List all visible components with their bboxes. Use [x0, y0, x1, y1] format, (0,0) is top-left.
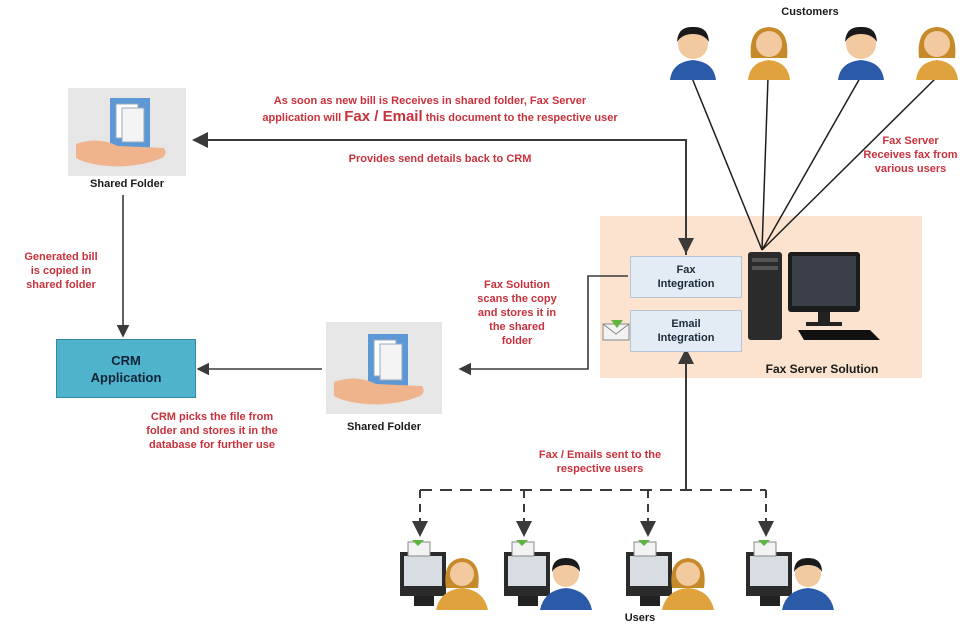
note-top-line2: application will Fax / Email this docume…	[262, 108, 618, 125]
workstation-icon	[504, 540, 592, 610]
shared-folder-mid-tile	[326, 322, 442, 414]
shared-folder-top-tile	[68, 88, 186, 176]
computer-tower-icon	[748, 252, 880, 340]
email-envelope-icon	[602, 320, 630, 341]
email-integration-box: Email Integration	[630, 310, 742, 352]
workstation-icon	[626, 540, 714, 610]
connector-fax-to-mid-folder	[458, 275, 628, 376]
shared-folder-mid-label: Shared Folder	[347, 421, 421, 433]
note-generated-bill: Generated bill is copied in shared folde…	[24, 251, 98, 291]
person-male-icon	[838, 26, 884, 80]
workstation-icon	[746, 540, 834, 610]
crm-application-box: CRM Application	[56, 339, 196, 398]
note-fax-solution-scans: Fax Solution scans the copy and stores i…	[477, 279, 557, 347]
fax-server-solution-label: Fax Server Solution	[765, 362, 879, 376]
note-crm-picks: CRM picks the file from folder and store…	[146, 411, 278, 451]
customers-label: Customers	[781, 6, 839, 18]
note-fax-server-receives: Fax Server Receives fax from various use…	[863, 135, 958, 175]
connector-customer-3	[761, 77, 861, 251]
fax-integration-box: Fax Integration	[630, 256, 742, 298]
users-label: Users	[624, 612, 656, 624]
person-male-icon	[670, 26, 716, 80]
person-female-icon	[916, 27, 958, 80]
note-fax-emails-sent: Fax / Emails sent to the respective user…	[538, 449, 662, 475]
shared-folder-top-label: Shared Folder	[90, 178, 164, 190]
connector-customer-2	[761, 77, 769, 251]
person-female-icon	[748, 27, 790, 80]
note-top-line1: As soon as new bill is Receives in share…	[273, 95, 587, 107]
workstation-icon	[400, 540, 488, 610]
connector-customer-4	[761, 77, 937, 251]
connector-customer-1	[691, 77, 763, 251]
note-send-details: Provides send details back to CRM	[348, 153, 532, 165]
shared-folder-icon	[76, 98, 166, 167]
shared-folder-icon	[334, 334, 424, 405]
